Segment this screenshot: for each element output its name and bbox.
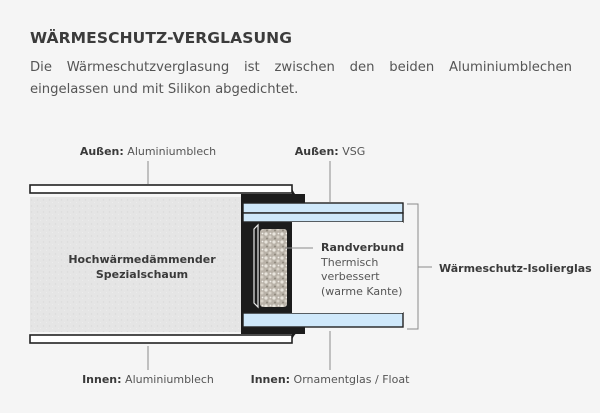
edge-seal-label: Randverbund Thermisch verbessert (warme … (321, 241, 404, 299)
outer-aluminium-sheet (29, 184, 293, 194)
description-text: Die Wärmeschutzverglasung ist zwischen d… (30, 60, 572, 97)
inner-sheet-value: Aluminiumblech (125, 373, 214, 386)
insulating-foam-core (30, 197, 241, 332)
edge-seal-line3: (warme Kante) (321, 284, 403, 298)
leader-lines (147, 161, 432, 370)
gap-space (292, 222, 403, 313)
edge-seal-title: Randverbund (321, 241, 405, 254)
edge-seal-line1: Thermisch (321, 255, 379, 269)
inner-aluminium-sheet (29, 334, 293, 344)
insulating-glass-label: Wärmeschutz-Isolierglas (439, 262, 592, 275)
warm-edge-spacer (260, 229, 287, 307)
page-title: WÄRMESCHUTZ-VERGLASUNG (30, 29, 293, 47)
outer-sheet-prefix: Außen: (79, 145, 124, 158)
edge-seal-line2: verbessert (321, 270, 380, 283)
inner-glass-label: Innen: Ornamentglas / Float (251, 373, 410, 386)
outer-glass-value: VSG (342, 145, 366, 158)
outer-sheet-label: Außen: Aluminiumblech (80, 145, 216, 158)
inner-sheet-prefix: Innen: (82, 373, 122, 386)
outer-glass-prefix: Außen: (294, 145, 339, 158)
outer-sheet-value: Aluminiumblech (127, 145, 217, 158)
outer-glass-label: Außen: VSG (295, 145, 365, 158)
inner-glass-prefix: Innen: (250, 373, 291, 386)
inner-sheet-label: Innen: Aluminiumblech (82, 373, 214, 386)
foam-label-line1: Hochwärmedämmender (68, 253, 216, 266)
spacer-edge (253, 223, 259, 309)
inner-glass-value: Ornamentglas / Float (293, 373, 410, 386)
inner-glass-pane (242, 312, 404, 328)
foam-label: Hochwärmedämmender Spezialschaum (52, 252, 232, 282)
foam-label-line2: Spezialschaum (95, 268, 189, 281)
outer-glass-vsg (242, 202, 404, 223)
